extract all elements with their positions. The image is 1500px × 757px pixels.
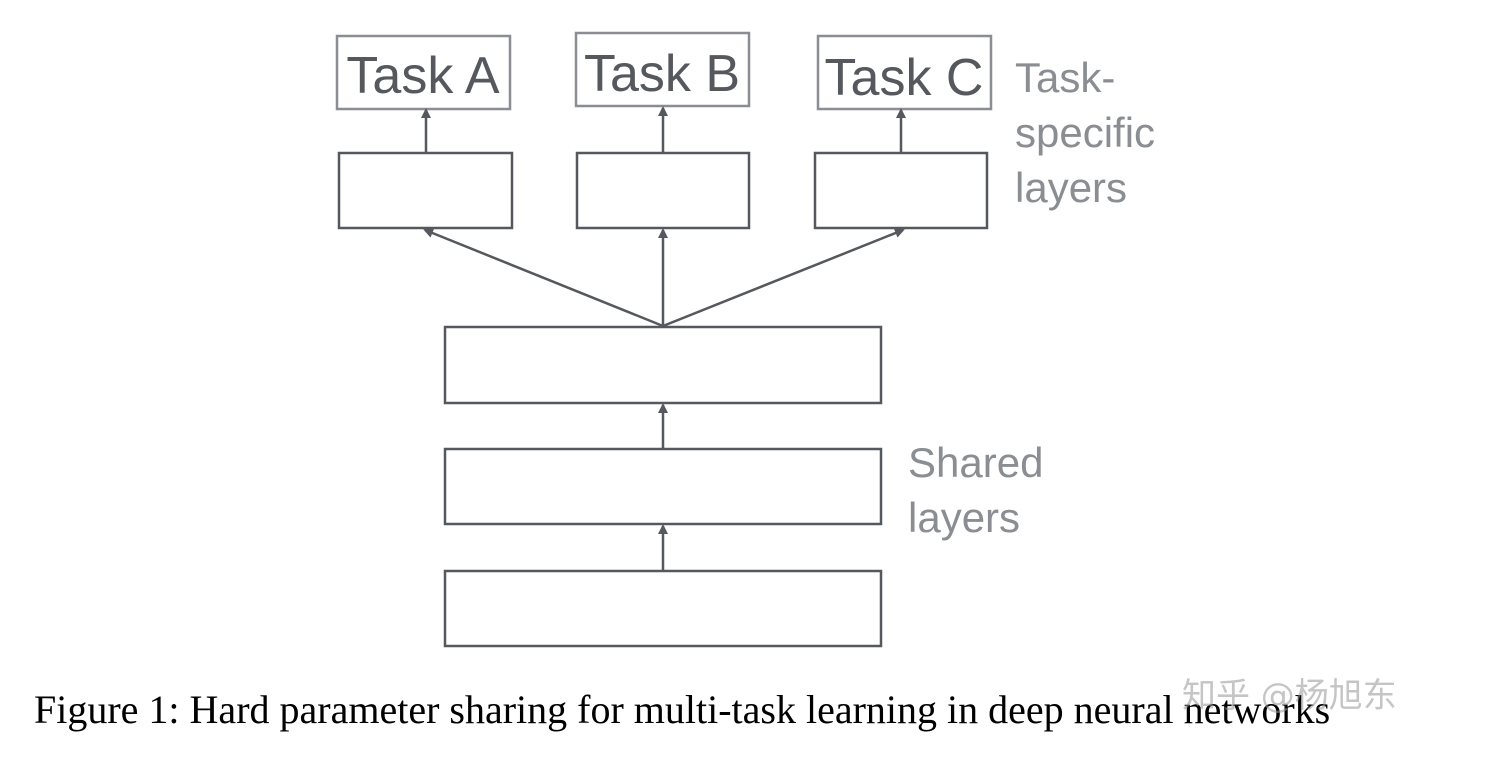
task-c-label: Task C xyxy=(825,49,984,107)
task-a-label: Task A xyxy=(346,47,499,105)
task-specific-label-line-3: layers xyxy=(1015,164,1127,211)
task-specific-layer-a xyxy=(337,151,514,230)
task-specific-layer-c xyxy=(813,151,989,230)
watermark: 知乎 @杨旭东 xyxy=(1182,676,1397,716)
task-box-b: Task B xyxy=(574,31,751,108)
arrow-shared-to-layer-a xyxy=(423,228,664,328)
shared-layer-top xyxy=(443,325,883,405)
task-b-label: Task B xyxy=(584,45,740,103)
task-box-a: Task A xyxy=(335,34,512,111)
shared-layer-middle xyxy=(443,447,883,526)
task-specific-layers-label: Task- specific layers xyxy=(1015,54,1155,211)
task-box-c: Task C xyxy=(816,34,993,111)
task-specific-label-line-2: specific xyxy=(1015,109,1155,156)
shared-label-line-2: layers xyxy=(908,494,1020,541)
shared-layers-label: Shared layers xyxy=(908,439,1043,541)
task-specific-label-line-1: Task- xyxy=(1015,54,1115,101)
figure-caption: Figure 1: Hard parameter sharing for mul… xyxy=(34,687,1331,732)
arrow-shared-to-layer-c xyxy=(662,228,905,328)
shared-layer-bottom xyxy=(443,569,883,648)
shared-label-line-1: Shared xyxy=(908,439,1043,486)
task-specific-layer-b xyxy=(575,151,751,230)
